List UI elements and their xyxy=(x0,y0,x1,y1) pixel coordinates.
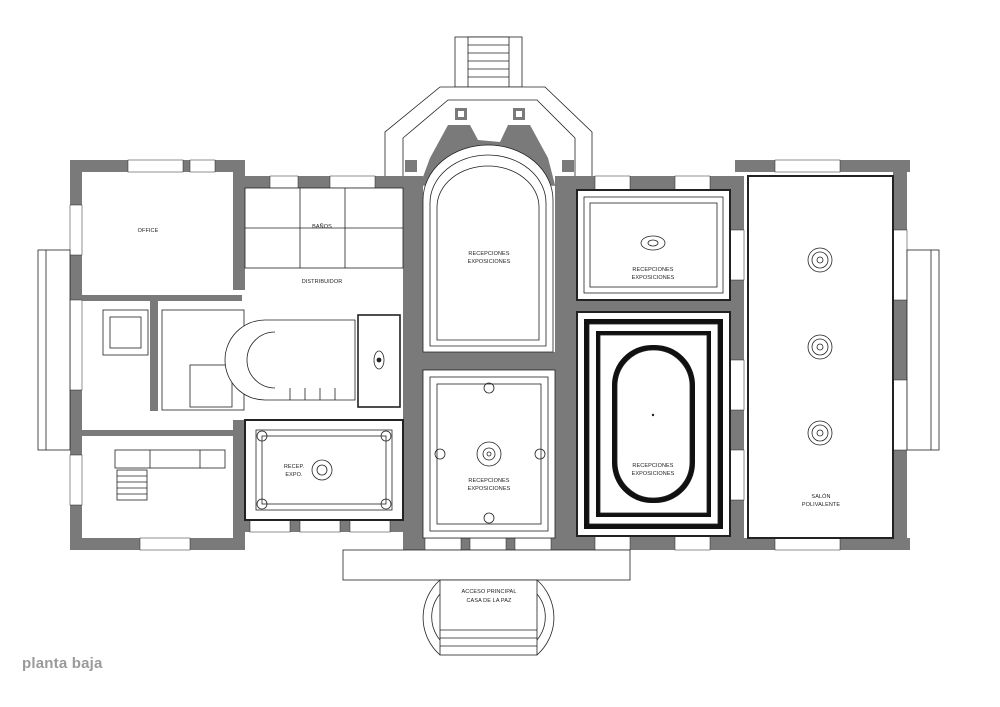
label-office: OFFICE xyxy=(138,228,159,234)
label-square-recepciones: RECEPCIONES xyxy=(468,478,509,484)
room-labels: OFFICE BAÑOS DISTRIBUIDOR RECEPCIONES EX… xyxy=(138,223,841,604)
label-upper-recepciones: RECEPCIONES xyxy=(632,267,673,273)
label-upper-exposiciones: EXPOSICIONES xyxy=(632,275,675,281)
square-room xyxy=(422,369,556,539)
rear-stairs xyxy=(454,36,523,88)
side-terraces xyxy=(37,249,940,451)
label-distribuidor: DISTRIBUIDOR xyxy=(302,279,343,285)
label-casa: CASA DE LA PAZ xyxy=(466,598,512,604)
label-small-recep: RECEP. xyxy=(284,464,305,470)
label-oval-exposiciones: EXPOSICIONES xyxy=(632,471,675,477)
label-square-exposiciones: EXPOSICIONES xyxy=(468,486,511,492)
column-1 xyxy=(807,247,833,273)
rect-room-upper xyxy=(576,189,731,301)
label-arched-exposiciones: EXPOSICIONES xyxy=(468,259,511,265)
interior-left xyxy=(82,187,404,501)
label-banos: BAÑOS xyxy=(312,223,332,230)
oval-room xyxy=(576,311,731,537)
column-2 xyxy=(807,334,833,360)
label-polivalente: POLIVALENTE xyxy=(802,502,841,508)
label-salon: SALÓN xyxy=(811,493,830,500)
plan-caption: planta baja xyxy=(22,655,103,672)
label-arched-recepciones: RECEPCIONES xyxy=(468,251,509,257)
arched-room xyxy=(422,144,554,353)
label-acceso: ACCESO PRINCIPAL xyxy=(462,589,517,595)
ornate-room-small xyxy=(244,419,404,521)
label-oval-recepciones: RECEPCIONES xyxy=(632,463,673,469)
label-small-expo: EXPO. xyxy=(285,472,303,478)
column-3 xyxy=(807,420,833,446)
salon-room xyxy=(747,175,894,539)
main-entrance xyxy=(342,549,631,656)
